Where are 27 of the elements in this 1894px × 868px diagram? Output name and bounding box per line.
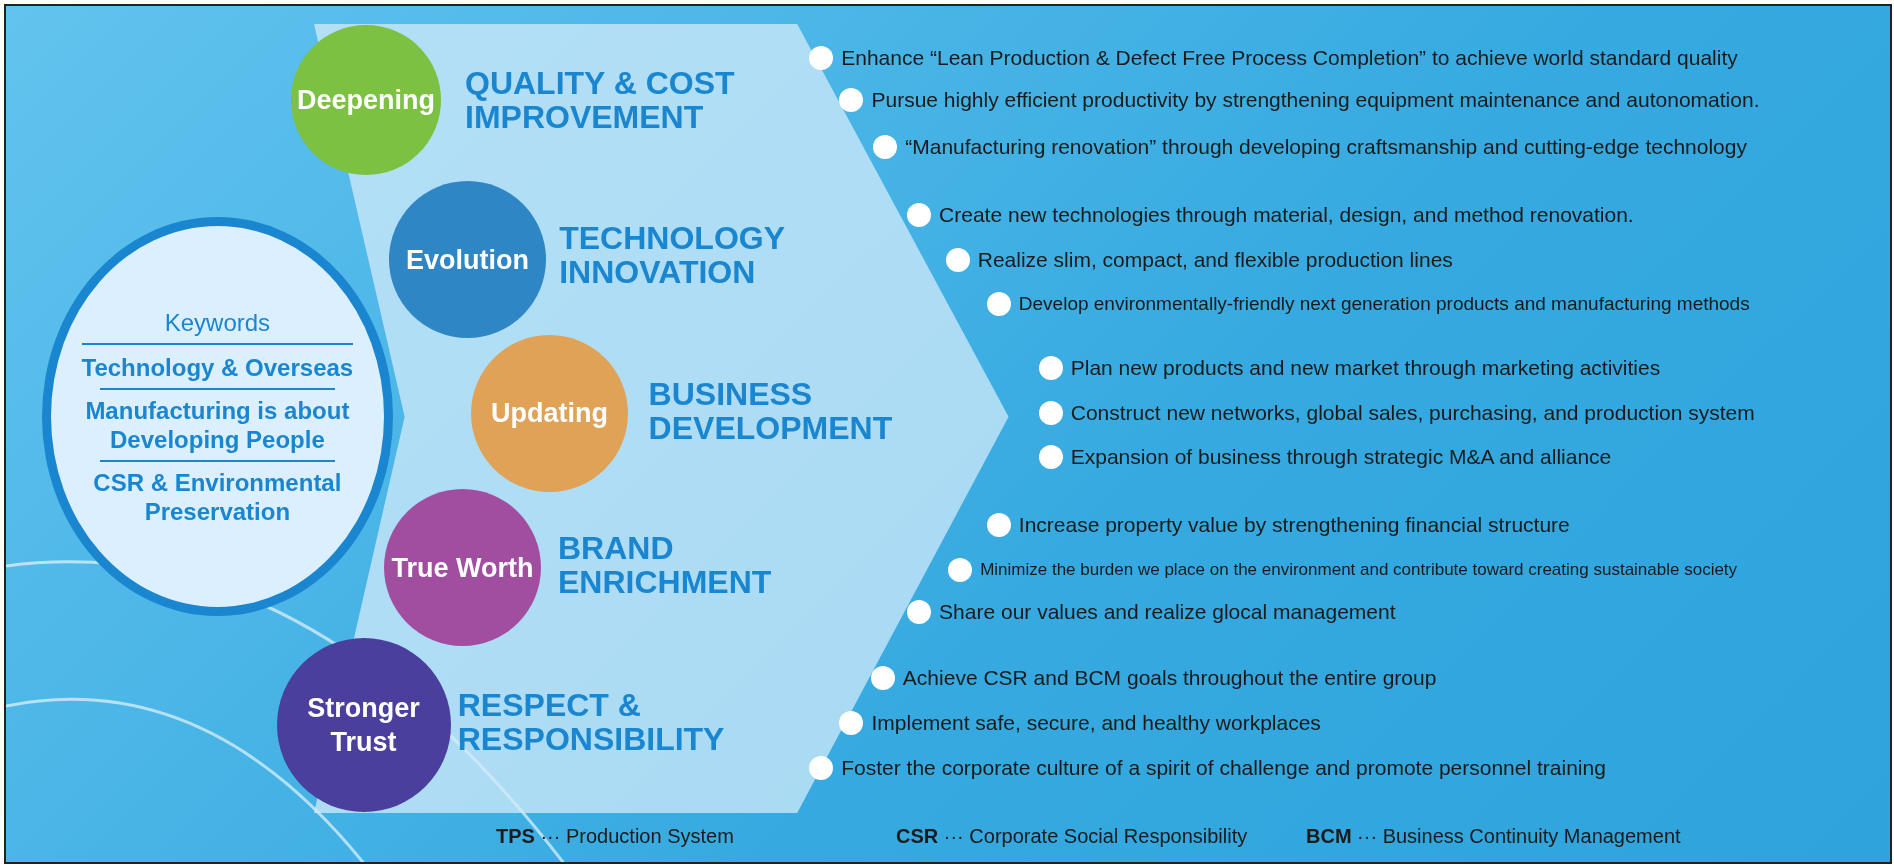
bullet-text: Create new technologies through material, design, and method renovation. <box>939 202 1634 227</box>
bullet-text: Enhance “Lean Production & Defect Free Process Completion” to achieve world standard quality <box>841 45 1738 70</box>
bullet-text: Implement safe, secure, and healthy workplaces <box>871 711 1321 736</box>
bullet-text: Realize slim, compact, and flexible production lines <box>977 247 1453 272</box>
bullet-text: “Manufacturing renovation” through developing craftsmanship and cutting-edge technology <box>905 135 1747 160</box>
footnote-text: BCM ··· Business Continuity Management <box>1306 825 1681 849</box>
bullet-text: Increase property value by strengthening financial structure <box>1018 513 1570 538</box>
keyword-text: Manufacturing is about Developing People <box>84 395 351 454</box>
keyword-text: Technology & Overseas <box>81 342 354 382</box>
bullet-text: Construct new networks, global sales, purchasing, and production system <box>1070 401 1755 426</box>
bullet-text: Pursue highly efficient productivity by strengthening equipment maintenance and autonomation. <box>871 88 1760 113</box>
keywords-heading: Keywords <box>164 307 271 337</box>
keyword-text: CSR & Environmental Preservation <box>92 467 343 526</box>
bullet-text: Plan new products and new market through marketing activities <box>1070 356 1661 381</box>
section-heading: BRAND ENRICHMENT <box>558 531 773 600</box>
keyword-circle: Stronger Trust <box>276 637 451 812</box>
section-heading: RESPECT & RESPONSIBILITY <box>457 688 726 757</box>
section-heading: BUSINESS DEVELOPMENT <box>648 376 894 445</box>
bullet-text: Share our values and realize glocal management <box>939 600 1396 625</box>
bullet-text: Foster the corporate culture of a spirit of challenge and promote personnel training <box>841 756 1606 781</box>
bullet-text: Expansion of business through strategic M&A and alliance <box>1070 444 1612 469</box>
bullet-text: Minimize the burden we place on the environment and contribute toward creating sustainable society <box>980 560 1738 581</box>
footnote-text: CSR ··· Corporate Social Responsibility <box>896 825 1248 849</box>
bullet-text: Develop environmentally-friendly next generation products and manufacturing methods <box>1018 293 1750 316</box>
bullet-text: Achieve CSR and BCM goals throughout the entire group <box>902 665 1437 690</box>
section-heading: TECHNOLOGY INNOVATION <box>559 221 786 289</box>
section-heading: QUALITY & COST IMPROVEMENT <box>465 66 736 135</box>
